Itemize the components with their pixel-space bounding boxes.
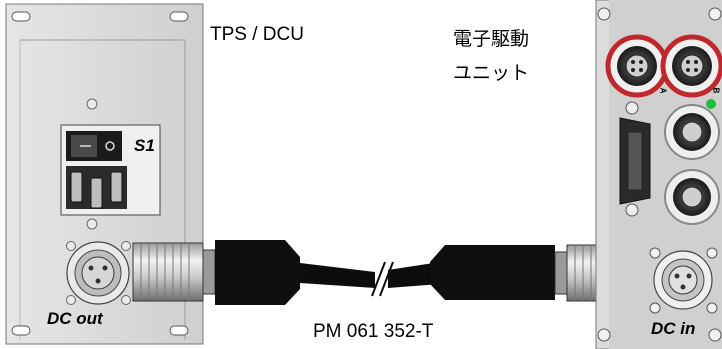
switch-label: S1 (134, 136, 155, 155)
connector-c (664, 104, 720, 160)
dc-in-label: DC in (651, 319, 696, 338)
left-unit-label: TPS / DCU (210, 24, 304, 45)
right-unit-label-line2: ユニット (453, 63, 530, 84)
connector-d (664, 169, 720, 225)
dc-out-socket (66, 241, 130, 305)
port-b-label: B (711, 87, 721, 94)
status-led (706, 99, 716, 109)
connector-a (605, 34, 669, 98)
right-unit-label-line1: 電子駆動 (453, 29, 530, 50)
connector-b (660, 34, 722, 98)
dc-in-socket (649, 247, 718, 314)
cable (132, 240, 632, 305)
power-inlet (66, 166, 127, 209)
port-a-label: A (658, 87, 668, 94)
dsub-connector (619, 101, 651, 217)
dc-out-label: DC out (47, 309, 103, 328)
cable-part-number: PM 061 352-T (313, 321, 434, 342)
